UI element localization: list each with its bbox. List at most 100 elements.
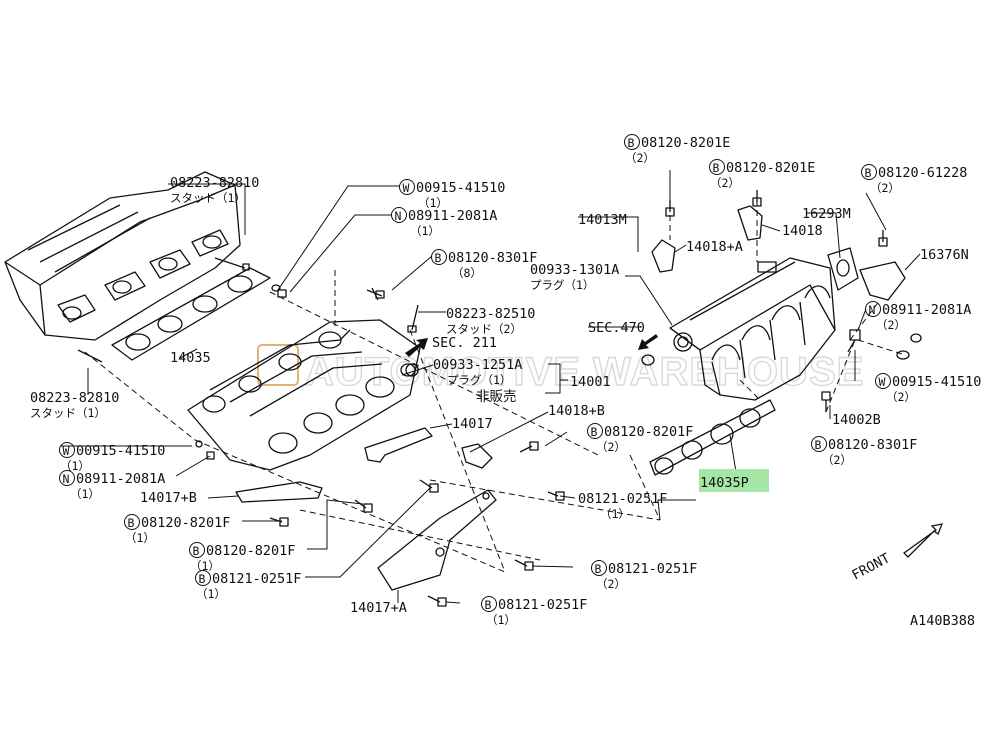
callout-c-14035p: 14035P: [700, 475, 749, 491]
callout-c-b0251-bot: B 08121-0251F（1）: [481, 596, 587, 627]
callout-code: 14018+A: [686, 239, 743, 255]
bracket-14017a-drawing: [377, 489, 497, 591]
callout-c-14035-left: 14035: [170, 350, 211, 366]
callout-prefix-circle: [865, 301, 881, 317]
callout-code: 00915-41510: [76, 443, 165, 459]
callout-prefix: W: [879, 375, 886, 389]
callout-prefix-circle: [399, 179, 415, 195]
svg-text:AUTOMOTIVE WAREHOUSE: AUTOMOTIVE WAREHOUSE: [305, 350, 864, 394]
callout-c-sec211: SEC. 211: [432, 335, 497, 351]
callout-c-16376n: 16376N: [920, 247, 969, 263]
callout-quantity: （1）: [125, 531, 155, 545]
callout-quantity: （2）: [876, 318, 906, 332]
callout-c-14018a: 14018+A: [686, 239, 743, 255]
gasket-16293m-drawing: [827, 247, 859, 291]
callout-prefix-circle: [59, 442, 75, 458]
callout-quantity: （2）: [596, 577, 626, 591]
callout-code: 14017: [452, 416, 493, 432]
callout-prefix-circle: [481, 596, 497, 612]
callout-code: 08911-2081A: [882, 302, 971, 318]
callout-quantity: （1）: [486, 613, 516, 627]
callout-code: 08120-8201E: [726, 160, 815, 176]
callout-prefix-circle: [624, 134, 640, 150]
front-arrow: [902, 523, 944, 558]
callout-code: 14017+B: [140, 490, 197, 506]
callout-prefix-circle: [195, 570, 211, 586]
callout-code: 14001: [570, 374, 611, 390]
callout-prefix: B: [713, 161, 720, 175]
callout-code: 14035P: [700, 475, 749, 491]
callout-quantity: （1）: [190, 559, 220, 573]
bracket-14018b-drawing: [461, 443, 493, 469]
callout-code: 08121-0251F: [212, 571, 301, 587]
diagram-id: A140B388: [910, 613, 975, 629]
callout-prefix: B: [485, 598, 492, 612]
callout-code: 00915-41510: [892, 374, 981, 390]
callout-code: SEC.470: [588, 320, 645, 336]
callout-code: 00915-41510: [416, 180, 505, 196]
callout-quantity: （2）: [596, 440, 626, 454]
callout-prefix: N: [63, 472, 70, 486]
callout-code: 08120-8201F: [206, 543, 295, 559]
callout-prefix: W: [63, 444, 70, 458]
watermark: AUTOMOTIVE WAREHOUSE: [257, 344, 864, 395]
front-label: FRONT: [849, 550, 892, 583]
callout-code: 08223-82810: [170, 175, 259, 191]
callout-quantity: （1）: [196, 587, 226, 601]
guide-lines: [84, 200, 906, 573]
callout-code: 08121-0251F: [498, 597, 587, 613]
callout-c-16293m: 16293M: [802, 206, 851, 222]
callout-quantity: プラグ（1）: [447, 373, 511, 387]
callout-code: 14018: [782, 223, 823, 239]
callout-code: 08223-82510: [446, 306, 535, 322]
callout-code: 08120-61228: [878, 165, 967, 181]
callout-prefix-circle: [59, 470, 75, 486]
callout-c-14013m: 14013M: [578, 212, 627, 228]
callout-quantity: プラグ（1）: [530, 278, 594, 292]
callout-c-sec470: SEC.470: [588, 320, 645, 336]
callout-quantity: （1）: [410, 224, 440, 238]
bracket-14017b-drawing: [235, 481, 323, 503]
callout-prefix: N: [869, 303, 876, 317]
callout-prefix-circle: [587, 423, 603, 439]
callout-code: 00933-1251A: [433, 357, 522, 373]
callout-prefix-circle: [811, 436, 827, 452]
callout-prefix-circle: [861, 164, 877, 180]
callout-c-14002b: 14002B: [832, 412, 881, 428]
callout-c-14017: 14017: [452, 416, 493, 432]
callout-quantity: （1）: [600, 507, 630, 521]
callout-code: 08911-2081A: [408, 208, 497, 224]
callout-c-14018: 14018: [782, 223, 823, 239]
callout-c-14018b: 14018+B: [548, 403, 605, 419]
callout-c-14017a: 14017+A: [350, 600, 407, 616]
callout-code: 14035: [170, 350, 211, 366]
callout-code: 16376N: [920, 247, 969, 263]
bracket-14018a-drawing: [651, 239, 676, 273]
callout-code: 14017+A: [350, 600, 407, 616]
callout-prefix-circle: [391, 207, 407, 223]
callout-quantity: スタッド（1）: [30, 406, 106, 420]
callout-prefix-circle: [709, 159, 725, 175]
callout-code: 08120-8301F: [828, 437, 917, 453]
callout-prefix: N: [395, 209, 402, 223]
callout-code: 14002B: [832, 412, 881, 428]
callout-code: 08121-0251F: [608, 561, 697, 577]
leader-lines: [60, 170, 921, 604]
callout-c-14001: 14001: [570, 374, 611, 390]
callout-quantity: スタッド（1）: [170, 191, 246, 205]
callout-c-0251-mid: 08121-0251F（1）: [578, 491, 667, 521]
callout-prefix: B: [815, 438, 822, 452]
